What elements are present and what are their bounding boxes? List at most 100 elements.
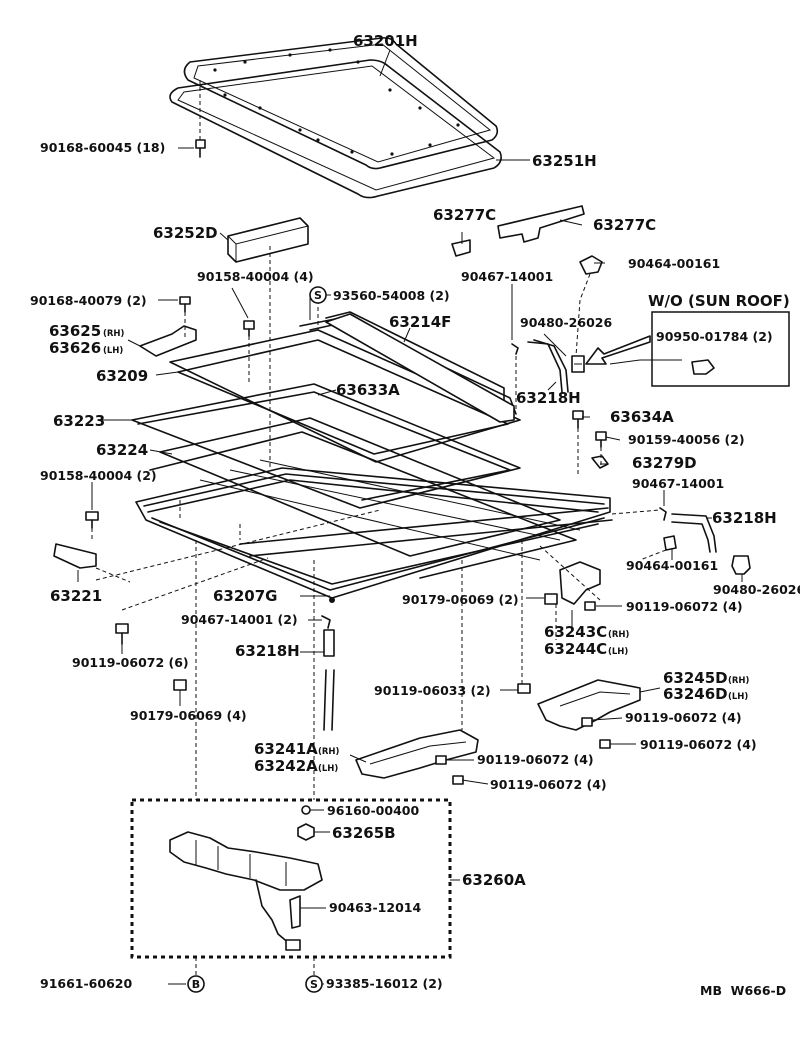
bolt-90119-06072-c <box>599 739 611 749</box>
b-mark-bottom: B <box>187 975 205 993</box>
label-90159-40056: 90159-40056 (2) <box>628 432 745 447</box>
label-91661-60620: 91661-60620 <box>40 976 132 991</box>
label-63626-side: (LH) <box>103 346 123 356</box>
label-63244c-side: (LH) <box>608 647 628 657</box>
sunshade-trim-block <box>227 217 309 263</box>
label-63246d: 63246D <box>663 685 728 703</box>
label-90119-06072-b: 90119-06072 (4) <box>625 710 742 725</box>
label-63224: 63224 <box>96 441 148 459</box>
clamp-90464-right <box>663 535 677 551</box>
label-63209: 63209 <box>96 367 148 385</box>
label-90480-26026-right: 90480-26026 <box>713 582 800 597</box>
screw-63634a <box>572 410 584 429</box>
label-63242a-side: (LH) <box>318 764 338 774</box>
drain-hose-63218h-right <box>671 513 717 553</box>
label-90119-06072-6: 90119-06072 (6) <box>72 655 189 670</box>
bracket-63243c <box>559 561 601 605</box>
bracket-63241a <box>355 729 479 779</box>
label-63634a: 63634A <box>610 408 674 426</box>
nut-90179-left <box>173 679 187 691</box>
bolt-90158-left <box>85 511 99 529</box>
label-93385-16012: 93385-16012 (2) <box>326 976 443 991</box>
label-63245d-side: (RH) <box>728 676 750 686</box>
hose-joint-90480-top <box>571 355 585 373</box>
clip-90467-top <box>511 343 519 355</box>
label-90179-06069-left: 90179-06069 (4) <box>130 708 247 723</box>
screw-90159-40056 <box>595 431 607 448</box>
label-90168-60045: 90168-60045 (18) <box>40 140 165 155</box>
label-90158-40004-top: 90158-40004 (4) <box>197 269 314 284</box>
clip-63277c-small <box>451 239 471 257</box>
label-96160-00400: 96160-00400 <box>327 803 419 818</box>
label-63246d-side: (LH) <box>728 692 748 702</box>
label-90119-06033: 90119-06033 (2) <box>374 683 491 698</box>
label-90158-40004-left: 90158-40004 (2) <box>40 468 157 483</box>
hinge-bracket-63625 <box>139 325 197 357</box>
clip-90467-right <box>659 507 667 521</box>
clamp-90464-top <box>579 255 603 275</box>
stopper-63279d <box>591 455 609 469</box>
label-63245d: 63245D <box>663 669 728 687</box>
label-90463-12014: 90463-12014 <box>329 900 421 915</box>
inset-arrow <box>585 335 651 365</box>
label-63243c-side: (RH) <box>608 630 630 640</box>
clip-63277c-bracket <box>497 205 585 243</box>
label-leaders <box>77 49 743 985</box>
glass-weatherstrip <box>169 59 502 199</box>
label-63214f: 63214F <box>389 313 451 331</box>
label-63223: 63223 <box>53 412 105 430</box>
label-63626: 63626 <box>49 339 101 357</box>
label-63218h-right: 63218H <box>712 509 777 527</box>
label-63265b: 63265B <box>332 824 396 842</box>
bolt-90119-06072-d <box>435 755 447 765</box>
drawing-code: MB W666-D <box>700 983 786 998</box>
screw-90168-40079 <box>179 296 191 313</box>
label-90480-26026-top: 90480-26026 <box>520 315 612 330</box>
s-mark-letter: S <box>314 289 322 302</box>
label-93560-54008: 93560-54008 (2) <box>333 288 450 303</box>
label-90467-14001-top: 90467-14001 <box>461 269 553 284</box>
bolt-90119-06072-6 <box>115 623 129 645</box>
bolt-90119-06072-e <box>452 775 464 785</box>
label-63207g: 63207G <box>213 587 278 605</box>
label-63241a: 63241A <box>254 740 318 758</box>
washer-96160 <box>301 805 311 815</box>
label-63241a-side: (RH) <box>318 747 340 757</box>
label-63201h: 63201H <box>353 32 418 50</box>
label-63277c-a: 63277C <box>433 206 496 224</box>
label-63218h-top: 63218H <box>516 389 581 407</box>
label-63244c: 63244C <box>544 640 607 658</box>
label-90467-14001-right: 90467-14001 <box>632 476 724 491</box>
s-mark-bottom: S <box>305 975 323 993</box>
motor-assembly-box <box>130 798 452 959</box>
assembly-guide-lines <box>91 246 667 978</box>
nut-90179-mid <box>544 593 558 605</box>
label-63243c: 63243C <box>544 623 607 641</box>
label-90464-00161-right: 90464-00161 <box>626 558 718 573</box>
label-63252d: 63252D <box>153 224 218 242</box>
hose-joint-90480-right <box>731 555 751 575</box>
label-90179-06069-mid: 90179-06069 (2) <box>402 592 519 607</box>
label-63279d: 63279D <box>632 454 697 472</box>
bolt-90119-06033 <box>517 683 531 694</box>
s-mark-top: S <box>309 286 327 304</box>
s-mark-letter: S <box>310 978 318 991</box>
rail-assembly-63207g <box>135 459 613 603</box>
inset-title: W/O (SUN ROOF) <box>648 292 790 310</box>
b-mark-letter: B <box>192 978 200 991</box>
glass-screw <box>195 139 206 158</box>
label-63218h-mid: 63218H <box>235 642 300 660</box>
drain-hose-63218h-mid <box>323 629 335 731</box>
bolt-90119-06072-a <box>584 601 596 611</box>
sunroof-glass-panel <box>183 37 499 170</box>
inset-without-sunroof <box>651 311 790 387</box>
label-90119-06072-d: 90119-06072 (4) <box>477 752 594 767</box>
label-63242a: 63242A <box>254 757 318 775</box>
label-90168-40079: 90168-40079 (2) <box>30 293 147 308</box>
sunroof-drive-motor <box>169 831 323 951</box>
wind-deflector-63214f <box>325 313 515 423</box>
label-63260a: 63260A <box>462 871 526 889</box>
drain-hose-63218h-top <box>527 339 569 393</box>
label-63625-side: (RH) <box>103 329 125 339</box>
